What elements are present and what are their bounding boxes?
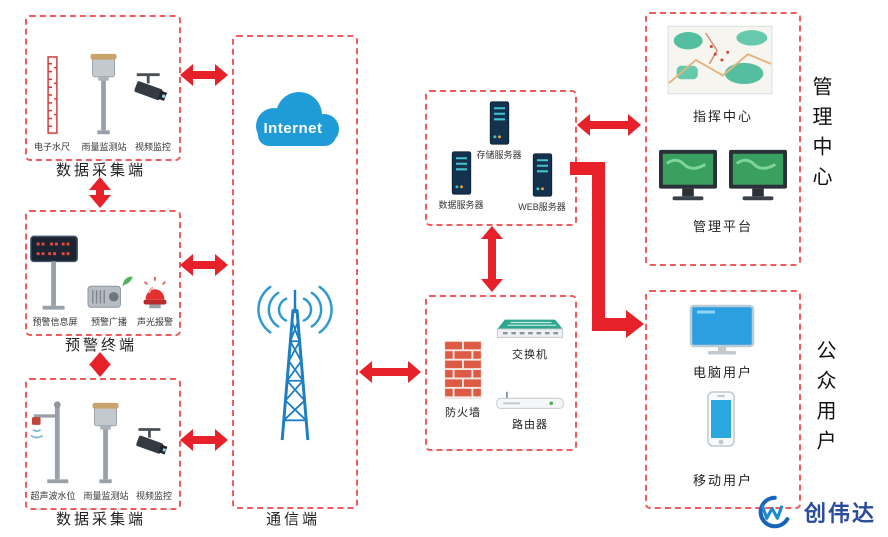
arrow-warning-comm: [180, 254, 228, 276]
public-side-label: 公众用户: [813, 340, 835, 460]
pc-user-label: 电脑用户: [692, 365, 753, 380]
arrow-collect-top-comm: [180, 64, 228, 86]
device-warning-screen: 预警信息屏: [27, 218, 83, 328]
broadcast-speaker-icon: [87, 276, 133, 308]
firewall-label: 防火墙: [445, 407, 481, 419]
mobile-user-label: 移动用户: [692, 473, 753, 488]
device-label: 预警广播: [90, 317, 127, 327]
device-rain-station: 雨量监测站: [79, 386, 133, 502]
arrow-collect-bottom-comm: [180, 429, 228, 451]
firewall-icon: [444, 340, 482, 400]
rain-station-icon: [90, 53, 117, 135]
management-side-label: 管理中心: [809, 76, 831, 196]
server-label: WEB服务器: [518, 202, 566, 212]
storage-server-icon: [489, 101, 509, 145]
device-label: 视频监控: [135, 491, 172, 501]
warning-terminal-box: 预警信息屏 预警广播 声光报警: [25, 210, 181, 336]
router-label: 路由器: [512, 419, 548, 431]
data-server: 数据服务器: [429, 150, 493, 211]
switch-icon: [496, 319, 564, 338]
switch-label: 交换机: [512, 349, 548, 361]
router: 路由器: [491, 389, 569, 432]
arrow-servers-management: [577, 114, 641, 136]
management-monitor-icon: [729, 149, 787, 201]
caption-comm: 通信端: [265, 511, 320, 528]
device-alarm: 声光报警: [135, 218, 175, 328]
caption-collect-bottom: 数据采集端: [55, 511, 146, 528]
device-label: 雨量监测站: [83, 491, 129, 501]
radio-tower-icon: [257, 285, 333, 441]
internet-cloud-icon: [256, 92, 339, 146]
server-label: 数据服务器: [438, 200, 484, 210]
server-label: 存储服务器: [476, 150, 522, 160]
rain-station-icon: [92, 402, 119, 484]
collect-top-box: 电子水尺 雨量监测站 视频监控: [25, 15, 181, 161]
data-server-icon: [451, 151, 471, 195]
command-center-label: 指挥中心: [692, 109, 753, 124]
network-device-box: 防火墙 交换机 路由器: [425, 295, 577, 451]
device-label: 声光报警: [136, 317, 173, 327]
camera-icon: [134, 73, 167, 101]
device-camera: 视频监控: [133, 386, 175, 502]
management-monitor-icon: [659, 149, 717, 201]
communication-box: [232, 35, 358, 509]
map-icon: [667, 25, 773, 95]
arrow-servers-network: [481, 226, 503, 292]
switch: 交换机: [491, 315, 569, 362]
storage-server: 存储服务器: [465, 100, 533, 161]
pc-monitor-icon: [689, 304, 755, 355]
company-logo-text: 创伟达: [804, 501, 877, 526]
smartphone-icon: [707, 391, 735, 447]
device-label: 预警信息屏: [32, 317, 78, 327]
management-platform-label: 管理平台: [692, 219, 753, 234]
connector-servers-public-vertical: [592, 162, 605, 325]
caption-warning: 预警终端: [64, 337, 137, 354]
web-server-icon: [532, 153, 552, 197]
server-group-box: 存储服务器 数据服务器 WEB服务器: [425, 90, 577, 226]
device-broadcast: 预警广播: [83, 218, 135, 328]
management-center-box: 指挥中心 管理平台: [645, 12, 801, 266]
arrow-comm-network: [359, 361, 421, 383]
firewall: 防火墙: [435, 339, 491, 420]
web-server: WEB服务器: [511, 152, 573, 213]
alarm-light-icon: [143, 276, 167, 309]
device-label: 雨量监测站: [81, 142, 127, 152]
connector-servers-public-arrowhead: [626, 310, 644, 338]
connector-servers-public-stub: [570, 162, 596, 175]
company-logo-icon: [758, 495, 790, 529]
collect-bottom-box: 超声波水位 雨量监测站 视频监控: [25, 378, 181, 510]
management-monitors: [647, 148, 799, 206]
water-gauge-icon: [47, 56, 58, 134]
internet-label: Internet: [263, 120, 323, 137]
caption-collect-top: 数据采集端: [55, 162, 146, 179]
device-ultrasonic: 超声波水位: [27, 386, 79, 502]
arrow-collect-top-warning: [89, 177, 111, 208]
arrow-warning-collect-bottom: [89, 352, 111, 377]
warning-screen-icon: [30, 235, 78, 310]
device-rain-station: 雨量监测站: [77, 23, 131, 153]
connector-servers-public-horizontal: [592, 318, 628, 331]
ultrasonic-sensor-icon: [30, 401, 69, 484]
device-label: 超声波水位: [30, 491, 76, 501]
camera-icon: [136, 428, 168, 455]
device-water-gauge: 电子水尺: [27, 23, 77, 153]
device-camera: 视频监控: [131, 23, 175, 153]
router-icon: [496, 391, 564, 409]
device-label: 视频监控: [134, 142, 171, 152]
company-logo: 创伟达: [748, 494, 876, 530]
device-label: 电子水尺: [33, 142, 70, 152]
public-user-box: 电脑用户 移动用户: [645, 290, 801, 509]
